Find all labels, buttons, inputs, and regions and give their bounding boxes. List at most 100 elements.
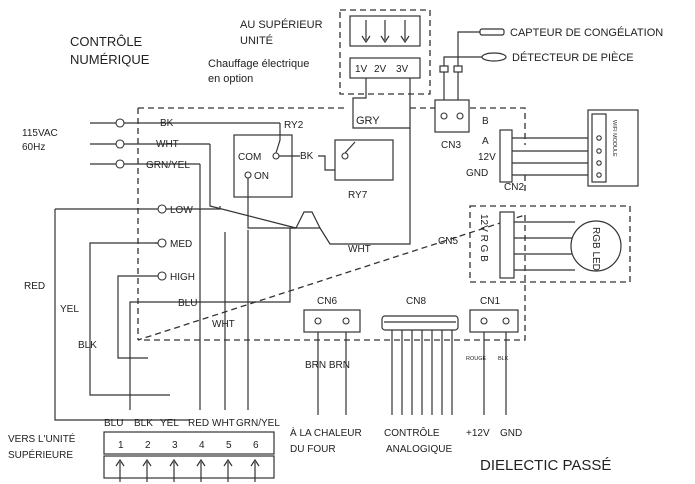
rgb-led: [570, 220, 622, 272]
plug-connector: [295, 211, 321, 229]
ry2-com: COM: [238, 152, 261, 163]
cn5-pins: 12V R G B: [478, 214, 489, 262]
bottom-wire-label-1: BLU: [104, 418, 123, 429]
bottom-wire-label-2: BLK: [134, 418, 153, 429]
top-unit-line4: en option: [208, 73, 253, 85]
terminal-6: 6: [253, 440, 259, 451]
high-terminal: [157, 271, 167, 281]
wht3-label: WHT: [348, 244, 371, 255]
bk2-label: BK: [300, 151, 314, 162]
cn5-connector: [499, 211, 515, 279]
cn1-gnd: GND: [500, 428, 522, 439]
red-wire: [54, 209, 190, 421]
top-unit-line1: AU SUPÉRIEUR: [240, 18, 323, 31]
sensor-ferrite-2: [453, 65, 463, 73]
gry-wire: [352, 78, 411, 129]
voltage-3v: 3V: [396, 64, 409, 75]
terminal-4: 4: [199, 440, 205, 451]
terminal-1: 1: [118, 440, 124, 451]
cn3-pin-gnd: GND: [466, 168, 488, 179]
top-unit-box: [339, 9, 431, 95]
cn3-pin-b: B: [482, 116, 489, 127]
bottom-line2: SUPÉRIEURE: [8, 448, 73, 461]
wht-label: WHT: [156, 139, 179, 150]
power-line2: 60Hz: [22, 142, 45, 153]
room-sensor-probe: [481, 52, 507, 62]
freeze-sensor-wire: [457, 31, 480, 100]
rgb-led-label: RGB LED: [590, 227, 601, 271]
wht-top-wire: [319, 128, 411, 245]
cn6-connector: [303, 309, 361, 333]
cn6-caption2: DU FOUR: [290, 444, 336, 455]
bottom-line1: VERS L'UNITÉ: [8, 432, 76, 445]
voltage-2v: 2V: [374, 64, 387, 75]
low-label: LOW: [170, 205, 193, 216]
blu-wire: [129, 227, 296, 410]
cn3-connector: [434, 99, 470, 133]
bottom-wire-label-4: RED: [188, 418, 209, 429]
cn6-wires: BRN BRN: [305, 360, 350, 371]
blu-label: BLU: [178, 298, 197, 309]
cn1-rouge: ROUGE: [466, 356, 487, 362]
top-unit-line3: Chauffage électrique: [208, 58, 309, 70]
terminal-2: 2: [145, 440, 151, 451]
terminal-3: 3: [172, 440, 178, 451]
bottom-wire-label-5: WHT: [212, 418, 235, 429]
cn1-connector: [469, 309, 519, 333]
ry2-label: RY2: [284, 120, 304, 131]
room-sensor-wire: [443, 56, 482, 100]
voltage-1v: 1V: [355, 64, 368, 75]
gry-label: GRY: [356, 115, 380, 127]
blk-wire: [117, 275, 158, 359]
high-label: HIGH: [170, 272, 195, 283]
title-line2: NUMÉRIQUE: [70, 52, 150, 67]
cn5-label: CN5: [438, 236, 458, 247]
top-unit-line2: UNITÉ: [240, 34, 273, 47]
rgb-led-box: [469, 205, 631, 283]
ry2-relay: [233, 134, 293, 198]
cn1-blk: BLK: [498, 356, 509, 362]
cn2-label: CN2: [504, 182, 524, 193]
terminal-strip-top: [103, 431, 275, 455]
low-terminal: [157, 204, 167, 214]
cn3-pin-12v: 12V: [478, 152, 496, 163]
voltage-terminal-block: [349, 57, 421, 79]
ry7-relay: [334, 139, 394, 181]
sensor-ferrite-1: [439, 65, 449, 73]
freeze-sensor-label: CAPTEUR DE CONGÉLATION: [510, 26, 663, 39]
med-label: MED: [170, 239, 192, 250]
cn8-caption2: ANALOGIQUE: [386, 444, 452, 455]
ry2-on: ON: [254, 171, 269, 182]
cn8-caption1: CONTRÔLE: [384, 426, 440, 439]
cn2-connector: [499, 129, 513, 183]
title-line1: CONTRÔLE: [70, 34, 143, 49]
freeze-sensor-probe: [479, 28, 505, 36]
blk-label: BLK: [78, 340, 97, 351]
bottom-wire-label-6: GRN/YEL: [236, 418, 280, 429]
cn1-12v: +12V: [466, 428, 490, 439]
cn8-connector: [381, 315, 459, 331]
cn1-label: CN1: [480, 296, 500, 307]
cn6-caption1: À LA CHALEUR: [290, 426, 362, 439]
bottom-wire-label-3: YEL: [160, 418, 179, 429]
terminal-5: 5: [226, 440, 232, 451]
cn3-pin-a: A: [482, 136, 489, 147]
wifi-module-header: [591, 113, 607, 183]
grn-yel-label: GRN/YEL: [146, 160, 190, 171]
room-sensor-label: DÉTECTEUR DE PIÈCE: [512, 51, 634, 64]
power-line1: 115VAC: [22, 128, 58, 139]
terminal-strip-bottom: [103, 455, 275, 479]
bk-label: BK: [160, 118, 174, 129]
control-board-outline: [137, 107, 526, 341]
wifi-module-label: WIFI MODULE: [611, 120, 617, 157]
ry7-label: RY7: [348, 190, 368, 201]
footer-title: DIELECTIC PASSÉ: [480, 457, 611, 474]
red-label: RED: [24, 281, 45, 292]
wht2-label: WHT: [212, 319, 235, 330]
cn3-label: CN3: [441, 140, 461, 151]
yel-label: YEL: [60, 304, 79, 315]
med-terminal: [157, 238, 167, 248]
cn8-label: CN8: [406, 296, 426, 307]
cn6-label: CN6: [317, 296, 337, 307]
